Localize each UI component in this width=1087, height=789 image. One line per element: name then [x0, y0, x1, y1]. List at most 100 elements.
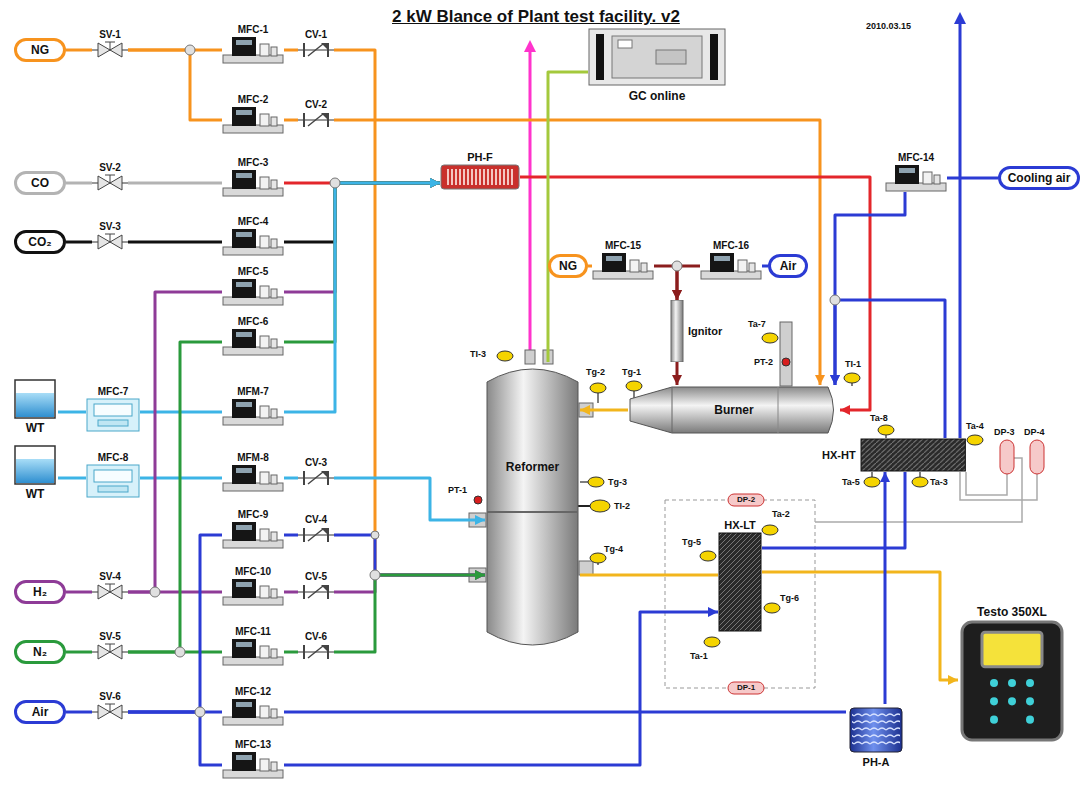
arrow-head [880, 472, 890, 482]
water-tank: WT [12, 378, 58, 436]
gas-source: NG [14, 38, 66, 62]
pipe-line [284, 178, 440, 412]
node-label: Air [780, 259, 797, 273]
arrow-head [430, 178, 440, 188]
solenoid-valve: SV-2 [92, 162, 128, 192]
sensor-tag: TI-3 [470, 348, 486, 360]
check-valve: CV-5 [298, 571, 334, 601]
pipe-path [128, 241, 222, 244]
pipe-path [128, 535, 222, 712]
pipe-line [588, 266, 592, 267]
liquid-flow-controller-shape [86, 398, 140, 432]
node-label: N₂ [33, 645, 47, 659]
mass-flow-controller-shape [222, 328, 284, 356]
pipe-line [128, 292, 222, 592]
pipe-path [66, 651, 92, 654]
pipe-line [128, 50, 222, 120]
node-label: MFC-6 [238, 316, 269, 328]
pipe-line [334, 570, 485, 652]
ignitor-pipe-shape [670, 300, 684, 362]
mass-flow-controller: MFC-5 [222, 266, 284, 306]
pipe-path [284, 183, 440, 242]
check-valve: CV-2 [298, 99, 334, 129]
pipe-line [334, 50, 485, 580]
pipe-line [830, 300, 945, 438]
pipe-line [66, 712, 92, 713]
ignitor-pipe: Ignitor [670, 300, 730, 362]
pipe-line [548, 72, 588, 362]
fuel-preheater: PH-F [440, 150, 520, 190]
water-tank-shape [12, 444, 58, 486]
mass-flow-controller-shape [222, 638, 284, 666]
mass-flow-controller: MFC-11 [222, 626, 284, 666]
pipe-path [520, 177, 870, 410]
mass-flow-controller: MFC-16 [700, 240, 762, 280]
gas-chromatograph: GC online [588, 28, 726, 106]
pipe-line [284, 178, 440, 242]
node-label: SV-5 [99, 631, 121, 643]
gas-source: Cooling air [998, 166, 1080, 190]
pipe-path [334, 575, 485, 592]
pipe-path [284, 591, 298, 594]
node-label: HX-HT [822, 448, 856, 462]
mass-flow-controller-shape [222, 698, 284, 726]
check-valve-shape [298, 526, 334, 544]
mass-flow-controller: MFC-9 [222, 509, 284, 549]
node-label: H₂ [33, 585, 47, 599]
mass-flow-controller: MFC-14 [885, 152, 947, 192]
sensor-tag: Ta-3 [930, 476, 948, 488]
arrow-head [430, 178, 440, 188]
sensor-tag: DP-2 [728, 494, 764, 506]
sensor-tag: PT-1 [448, 484, 467, 496]
pipe-path [762, 572, 958, 680]
pipe-path [66, 49, 92, 52]
sensor-tag: DP-3 [994, 426, 1015, 438]
node-label: SV-1 [99, 29, 121, 41]
mass-flow-controller-shape [592, 252, 654, 280]
node-label: Air [32, 705, 49, 719]
arrow-head [475, 570, 485, 580]
node-label: WT [26, 420, 45, 436]
pipe-path [284, 534, 298, 537]
node-label: MFC-4 [238, 216, 269, 228]
check-valve: CV-6 [298, 631, 334, 661]
liquid-flow-controller: MFC-7 [86, 386, 140, 432]
arrow-head [475, 515, 485, 525]
pipe-line [284, 592, 298, 593]
node-label: NG [559, 259, 577, 273]
pipe-path [66, 182, 92, 185]
mass-flow-controller: MFC-4 [222, 216, 284, 256]
arrow-head [430, 178, 440, 188]
node-label: Reformer [506, 460, 559, 474]
node-label: MFC-7 [98, 386, 129, 398]
solenoid-valve-shape [92, 643, 128, 661]
check-valve-shape [298, 41, 334, 59]
pipe-line [58, 478, 86, 479]
solenoid-valve: SV-5 [92, 631, 128, 661]
pipe-line [284, 712, 846, 713]
pipe-line [334, 120, 825, 385]
solenoid-valve-shape [92, 583, 128, 601]
arrow-head [672, 375, 682, 385]
pipe-path [835, 300, 945, 438]
pipe-path [654, 266, 677, 300]
sensor-tag: Tg-2 [586, 366, 605, 378]
pipe-line [66, 183, 92, 184]
arrow-head [830, 375, 840, 385]
liquid-flow-controller-shape [86, 464, 140, 498]
pipe-line [284, 478, 298, 479]
fuel-preheater-shape [440, 164, 520, 190]
mass-flow-controller-shape [222, 464, 284, 492]
check-valve: CV-3 [298, 457, 334, 487]
sensor-tag: Tg-5 [682, 536, 701, 548]
solenoid-valve: SV-1 [92, 29, 128, 59]
pipe-path [128, 342, 222, 652]
node-label: MFC-8 [98, 452, 129, 464]
node-label: MFC-11 [235, 626, 271, 638]
solenoid-valve: SV-4 [92, 571, 128, 601]
node-label: MFC-5 [238, 266, 269, 278]
check-valve-shape [298, 111, 334, 129]
pipe-path [128, 182, 222, 185]
pipe-line [284, 652, 298, 653]
mass-flow-controller-shape [222, 169, 284, 197]
